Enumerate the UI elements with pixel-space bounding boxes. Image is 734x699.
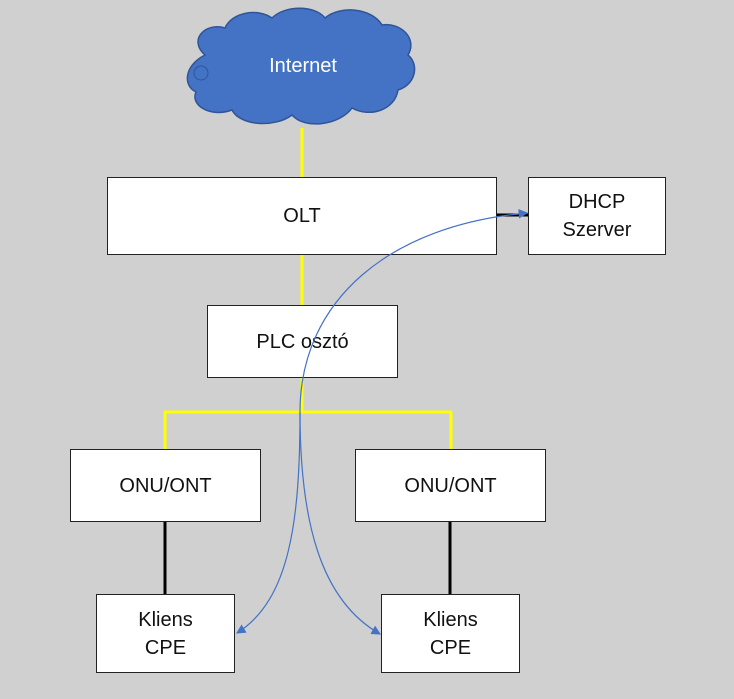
splitter-box: PLC osztó <box>207 305 398 378</box>
dhcp-label-line1: DHCP <box>568 191 626 213</box>
internet-label: Internet <box>269 54 337 77</box>
splitter-label: PLC osztó <box>256 330 349 353</box>
cpe-left-line2: CPE <box>144 636 187 659</box>
olt-label: OLT <box>283 205 321 227</box>
onu-right-label: ONU/ONT <box>404 474 497 497</box>
cpe-right-box: Kliens CPE <box>381 594 520 673</box>
cloud-puff <box>193 65 209 81</box>
cpe-right-line1: Kliens <box>423 608 478 631</box>
cpe-left-line1: Kliens <box>138 608 193 631</box>
onu-left-box: ONU/ONT <box>70 449 261 522</box>
internet-cloud-shape <box>186 7 416 125</box>
dhcp-label-line2: Szerver <box>562 219 632 241</box>
cpe-left-box: Kliens CPE <box>96 594 235 673</box>
dhcp-server-box: DHCP Szerver <box>528 177 666 255</box>
onu-left-label: ONU/ONT <box>119 474 212 497</box>
onu-right-box: ONU/ONT <box>355 449 546 522</box>
olt-box: OLT <box>107 177 497 255</box>
cpe-right-line2: CPE <box>429 636 472 659</box>
